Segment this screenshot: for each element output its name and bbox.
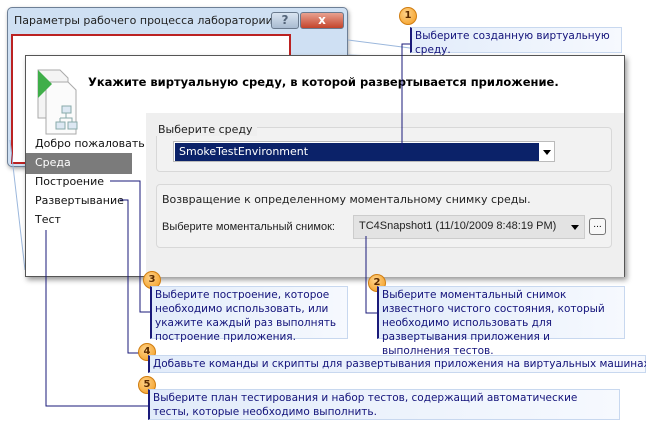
content-area: Выберите среду SmokeTestEnvironment Возв… (146, 113, 624, 277)
nav-test[interactable]: Тест (35, 213, 61, 226)
environment-group-label: Выберите среду (154, 123, 257, 136)
zoom-guide-line (347, 39, 411, 49)
wizard-title: Укажите виртуальную среду, в которой раз… (88, 75, 559, 89)
callout-1: Выберите созданную виртуальную среду. (410, 27, 622, 56)
snapshot-group: Возвращение к определенному моментальном… (156, 184, 612, 248)
callout-5: Выберите план тестирования и набор тесто… (148, 389, 620, 420)
snapshot-value: TC4Snapshot1 (11/10/2009 8:48:19 PM) (359, 220, 557, 232)
nav-build[interactable]: Построение (35, 175, 105, 188)
browse-snapshot-button[interactable]: ... (589, 218, 606, 235)
close-button[interactable]: x (300, 12, 344, 29)
wizard-panel: Укажите виртуальную среду, в которой раз… (25, 55, 625, 277)
callout-2: Выберите моментальный снимок известного … (377, 286, 625, 357)
callout-3: Выберите построение, которое необходимо … (150, 286, 348, 343)
environment-value: SmokeTestEnvironment (175, 143, 539, 161)
nav-environment[interactable]: Среда (26, 153, 132, 174)
callout-4: Добавьте команды и скрипты для развертыв… (148, 355, 646, 373)
snapshot-label: Выберите моментальный снимок: (162, 221, 335, 233)
callout-badge-1: 1 (399, 7, 417, 25)
nav-welcome[interactable]: Добро пожаловать! (35, 137, 150, 150)
snapshot-description: Возвращение к определенному моментальном… (162, 193, 531, 206)
help-button[interactable]: ? (271, 12, 299, 29)
nav-deploy[interactable]: Развертывание (35, 194, 124, 207)
snapshot-dropdown[interactable]: TC4Snapshot1 (11/10/2009 8:48:19 PM) (353, 215, 585, 239)
environment-dropdown[interactable]: SmokeTestEnvironment (173, 141, 555, 162)
window-title: Параметры рабочего процесса лаборатории (14, 14, 273, 27)
chevron-down-icon (571, 225, 579, 230)
chevron-down-icon (543, 150, 551, 155)
wizard-document-icon (37, 69, 78, 135)
callout-badge-3: 3 (143, 271, 161, 289)
